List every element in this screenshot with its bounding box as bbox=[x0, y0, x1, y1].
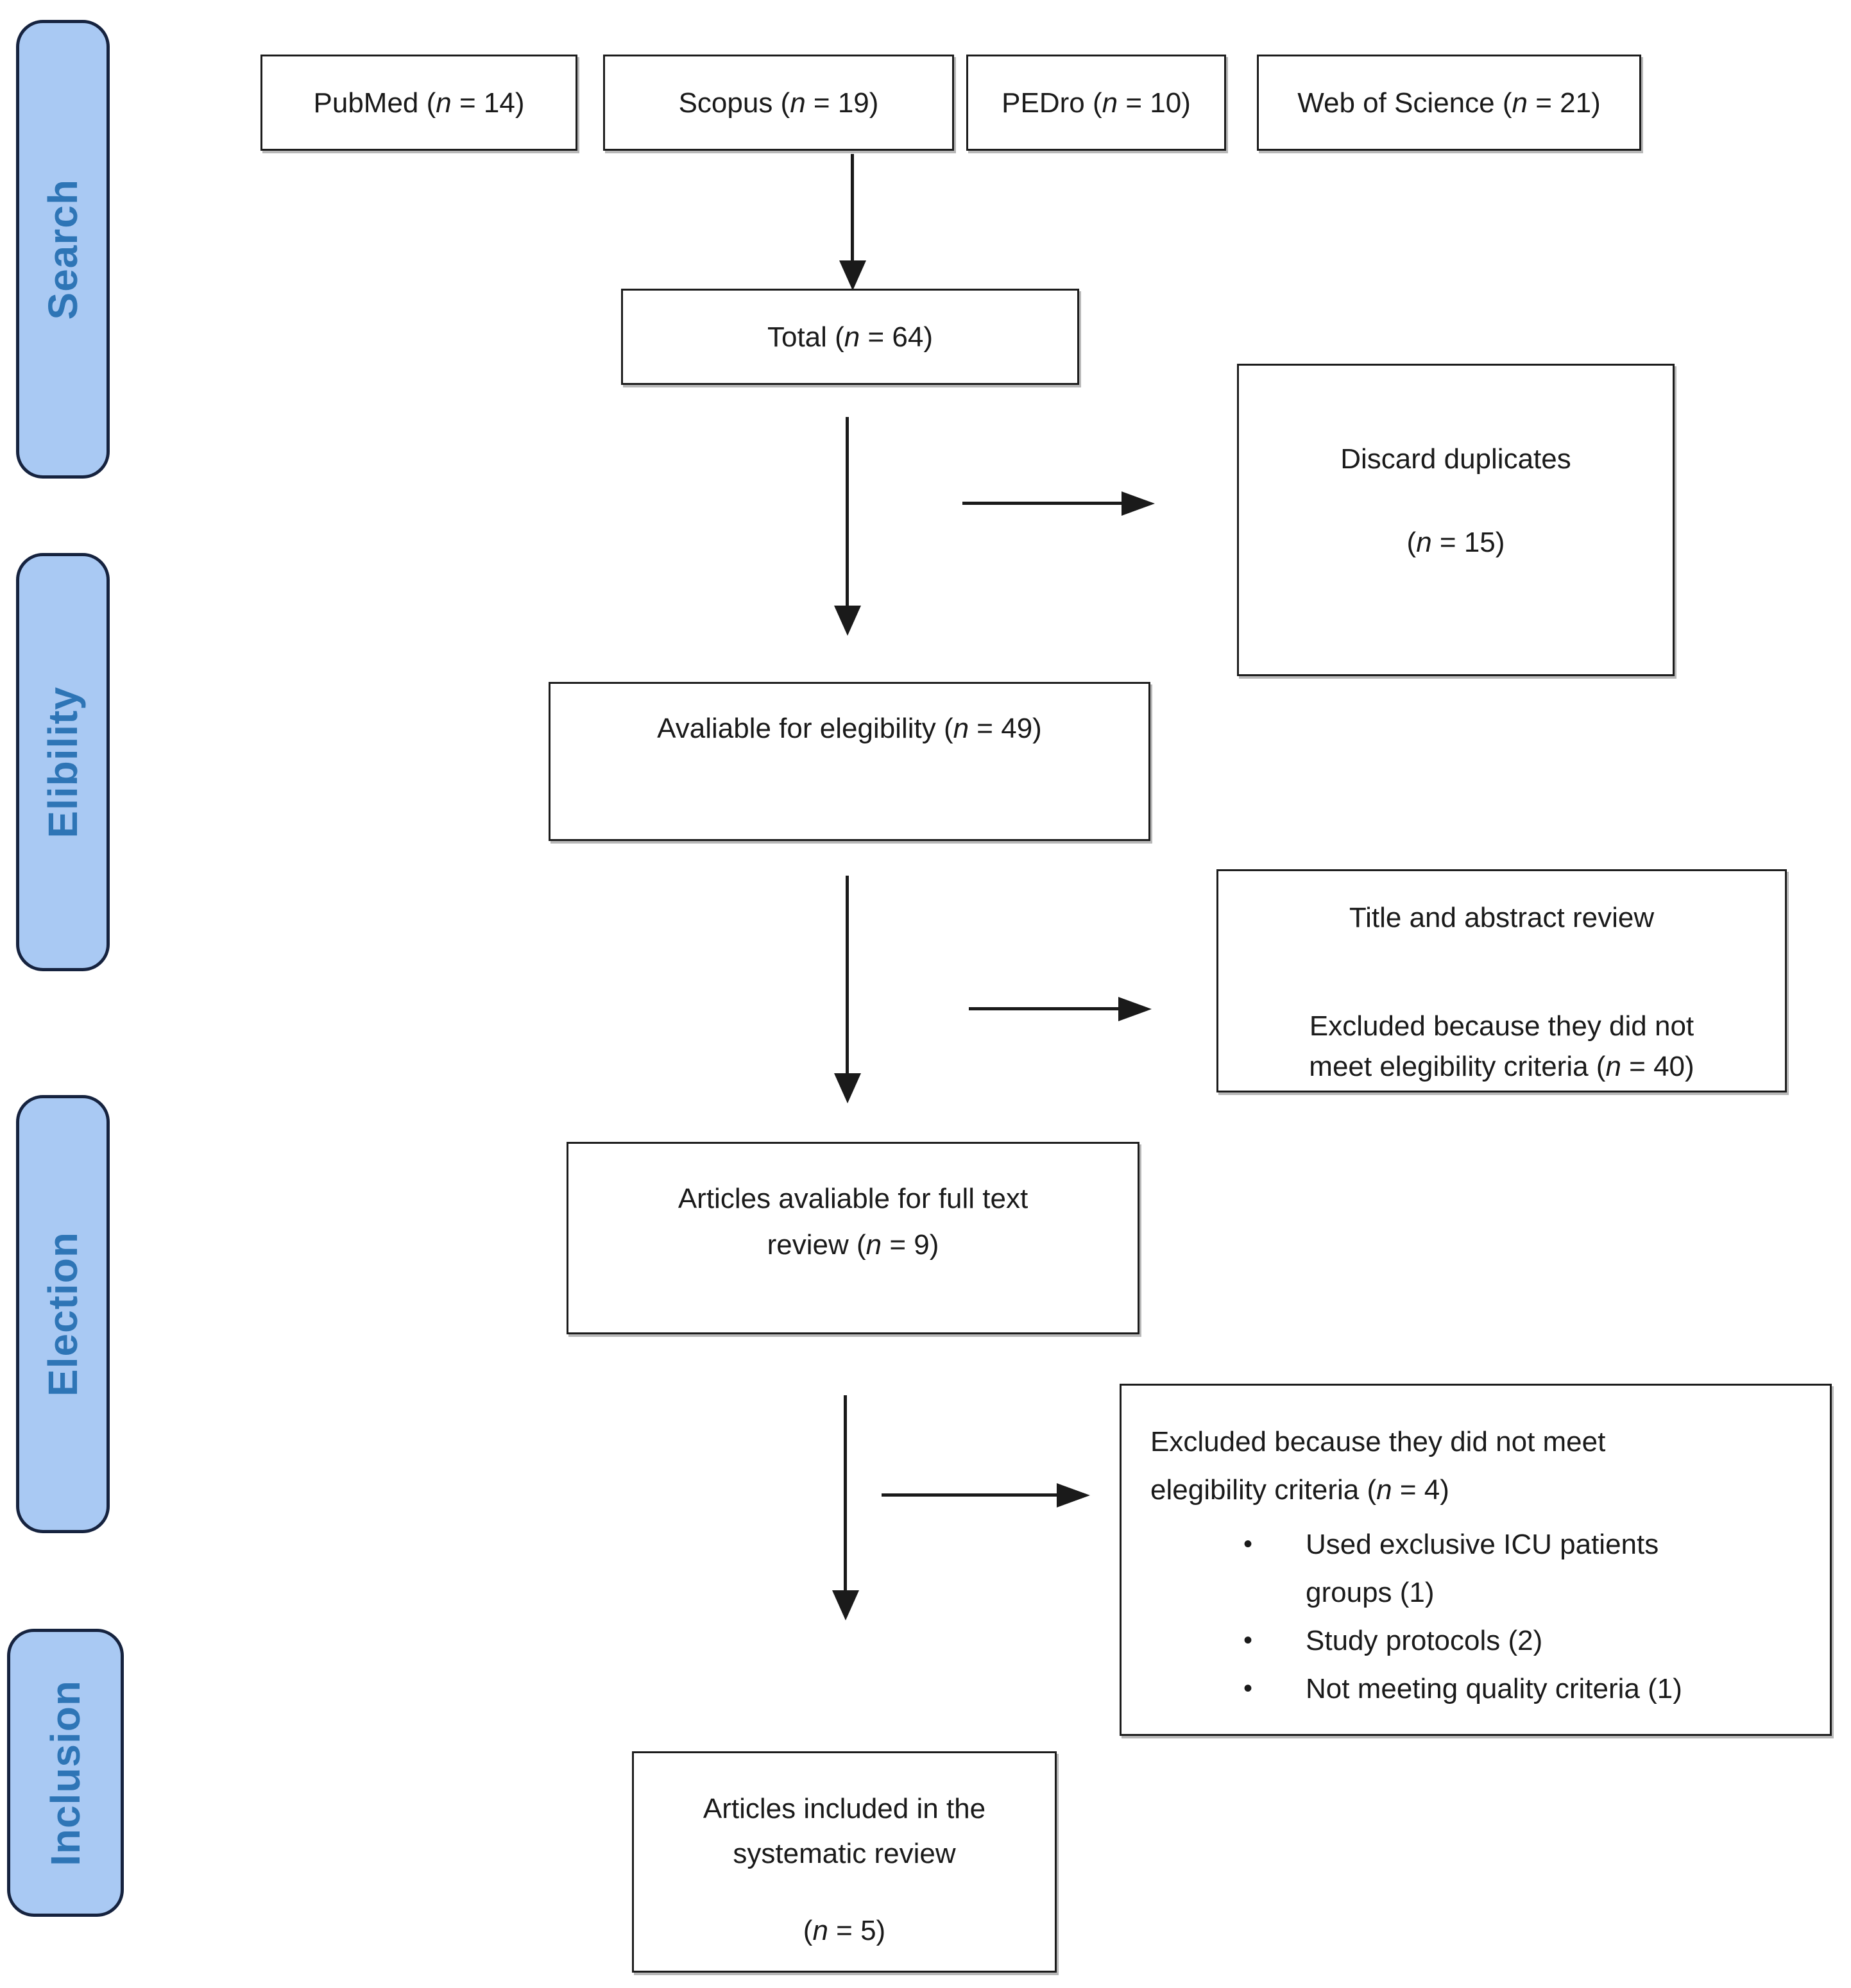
node-web-of-science: Web of Science (n = 21) bbox=[1257, 55, 1641, 151]
arrow-right-icon bbox=[1118, 997, 1152, 1021]
sidebar-stage-label: Inclusion bbox=[42, 1679, 89, 1866]
node-pubmed: PubMed (n = 14) bbox=[260, 55, 577, 151]
node-label: Web of Science (n = 21) bbox=[1297, 87, 1601, 119]
node-body-line2: meet elegibility criteria (n = 40) bbox=[1309, 1051, 1694, 1082]
arrow-right-icon bbox=[1122, 491, 1155, 516]
node-label-line1: Articles included in the bbox=[703, 1793, 986, 1824]
arrow-line bbox=[844, 1395, 847, 1592]
node-available-for-eligibility: Avaliable for elegibility (n = 49) bbox=[549, 682, 1150, 841]
arrow-line bbox=[962, 502, 1123, 505]
arrow-down-icon bbox=[839, 260, 866, 291]
bullet-icon: • bbox=[1243, 1530, 1253, 1558]
exclusion-reason-item: • Not meeting quality criteria (1) bbox=[1150, 1665, 1811, 1713]
arrow-line bbox=[969, 1007, 1120, 1010]
sidebar-stage-inclusion: Inclusion bbox=[7, 1629, 124, 1917]
arrow-down-icon bbox=[834, 606, 861, 636]
arrow-line bbox=[846, 417, 849, 607]
node-total: Total (n = 64) bbox=[621, 289, 1079, 385]
bullet-icon: • bbox=[1243, 1674, 1253, 1703]
arrow-down-icon bbox=[832, 1590, 859, 1620]
arrow-line bbox=[846, 876, 849, 1075]
node-label-line1: Articles avaliable for full text bbox=[678, 1183, 1028, 1214]
exclusion-reason-item: • Used exclusive ICU patients groups (1) bbox=[1150, 1520, 1811, 1617]
node-label-line2: systematic review bbox=[733, 1838, 956, 1869]
node-label: Scopus (n = 19) bbox=[678, 87, 879, 119]
sidebar-stage-label: Elibility bbox=[40, 686, 86, 838]
node-full-text-review: Articles avaliable for full text review … bbox=[567, 1142, 1139, 1334]
node-label-line2: review (n = 9) bbox=[767, 1229, 939, 1261]
reason-line2: groups (1) bbox=[1306, 1577, 1435, 1608]
node-intro-line1: Excluded because they did not meet bbox=[1150, 1426, 1606, 1457]
reason-line1: Used exclusive ICU patients bbox=[1306, 1529, 1659, 1560]
arrow-line bbox=[851, 154, 854, 262]
node-included-articles: Articles included in the systematic revi… bbox=[632, 1751, 1057, 1973]
node-intro-line2: elegibility criteria (n = 4) bbox=[1150, 1474, 1449, 1506]
node-discard-duplicates: Discard duplicates (n = 15) bbox=[1237, 364, 1675, 676]
arrow-line bbox=[882, 1493, 1058, 1497]
node-label: Total (n = 64) bbox=[767, 321, 934, 353]
arrow-down-icon bbox=[834, 1073, 861, 1103]
node-label-line3: (n = 5) bbox=[803, 1915, 886, 1946]
sidebar-stage-elibility: Elibility bbox=[16, 553, 110, 971]
sidebar-stage-election: Election bbox=[16, 1095, 110, 1533]
node-heading: Title and abstract review bbox=[1349, 902, 1655, 933]
node-label: PEDro (n = 10) bbox=[1002, 87, 1191, 119]
node-label: PubMed (n = 14) bbox=[313, 87, 525, 119]
node-pedro: PEDro (n = 10) bbox=[966, 55, 1226, 151]
sidebar-stage-search: Search bbox=[16, 20, 110, 479]
reason-line1: Study protocols (2) bbox=[1306, 1625, 1543, 1656]
node-label-line2: (n = 15) bbox=[1406, 527, 1505, 558]
exclusion-reason-item: • Study protocols (2) bbox=[1150, 1617, 1811, 1665]
node-excluded-full-text: Excluded because they did not meet elegi… bbox=[1120, 1384, 1832, 1736]
sidebar-stage-label: Search bbox=[40, 178, 86, 320]
exclusion-reason-list: • Used exclusive ICU patients groups (1)… bbox=[1150, 1520, 1811, 1713]
reason-line1: Not meeting quality criteria (1) bbox=[1306, 1673, 1682, 1704]
node-body-line1: Excluded because they did not bbox=[1309, 1010, 1694, 1042]
node-label: Avaliable for elegibility (n = 49) bbox=[657, 713, 1042, 744]
node-body: Excluded because they did not meet elegi… bbox=[1218, 1006, 1785, 1087]
node-scopus: Scopus (n = 19) bbox=[603, 55, 954, 151]
node-title-abstract-review: Title and abstract review Excluded becau… bbox=[1216, 869, 1787, 1092]
node-label-line1: Discard duplicates bbox=[1340, 443, 1571, 475]
arrow-right-icon bbox=[1057, 1483, 1090, 1508]
bullet-icon: • bbox=[1243, 1626, 1253, 1654]
sidebar-stage-label: Election bbox=[40, 1232, 86, 1397]
